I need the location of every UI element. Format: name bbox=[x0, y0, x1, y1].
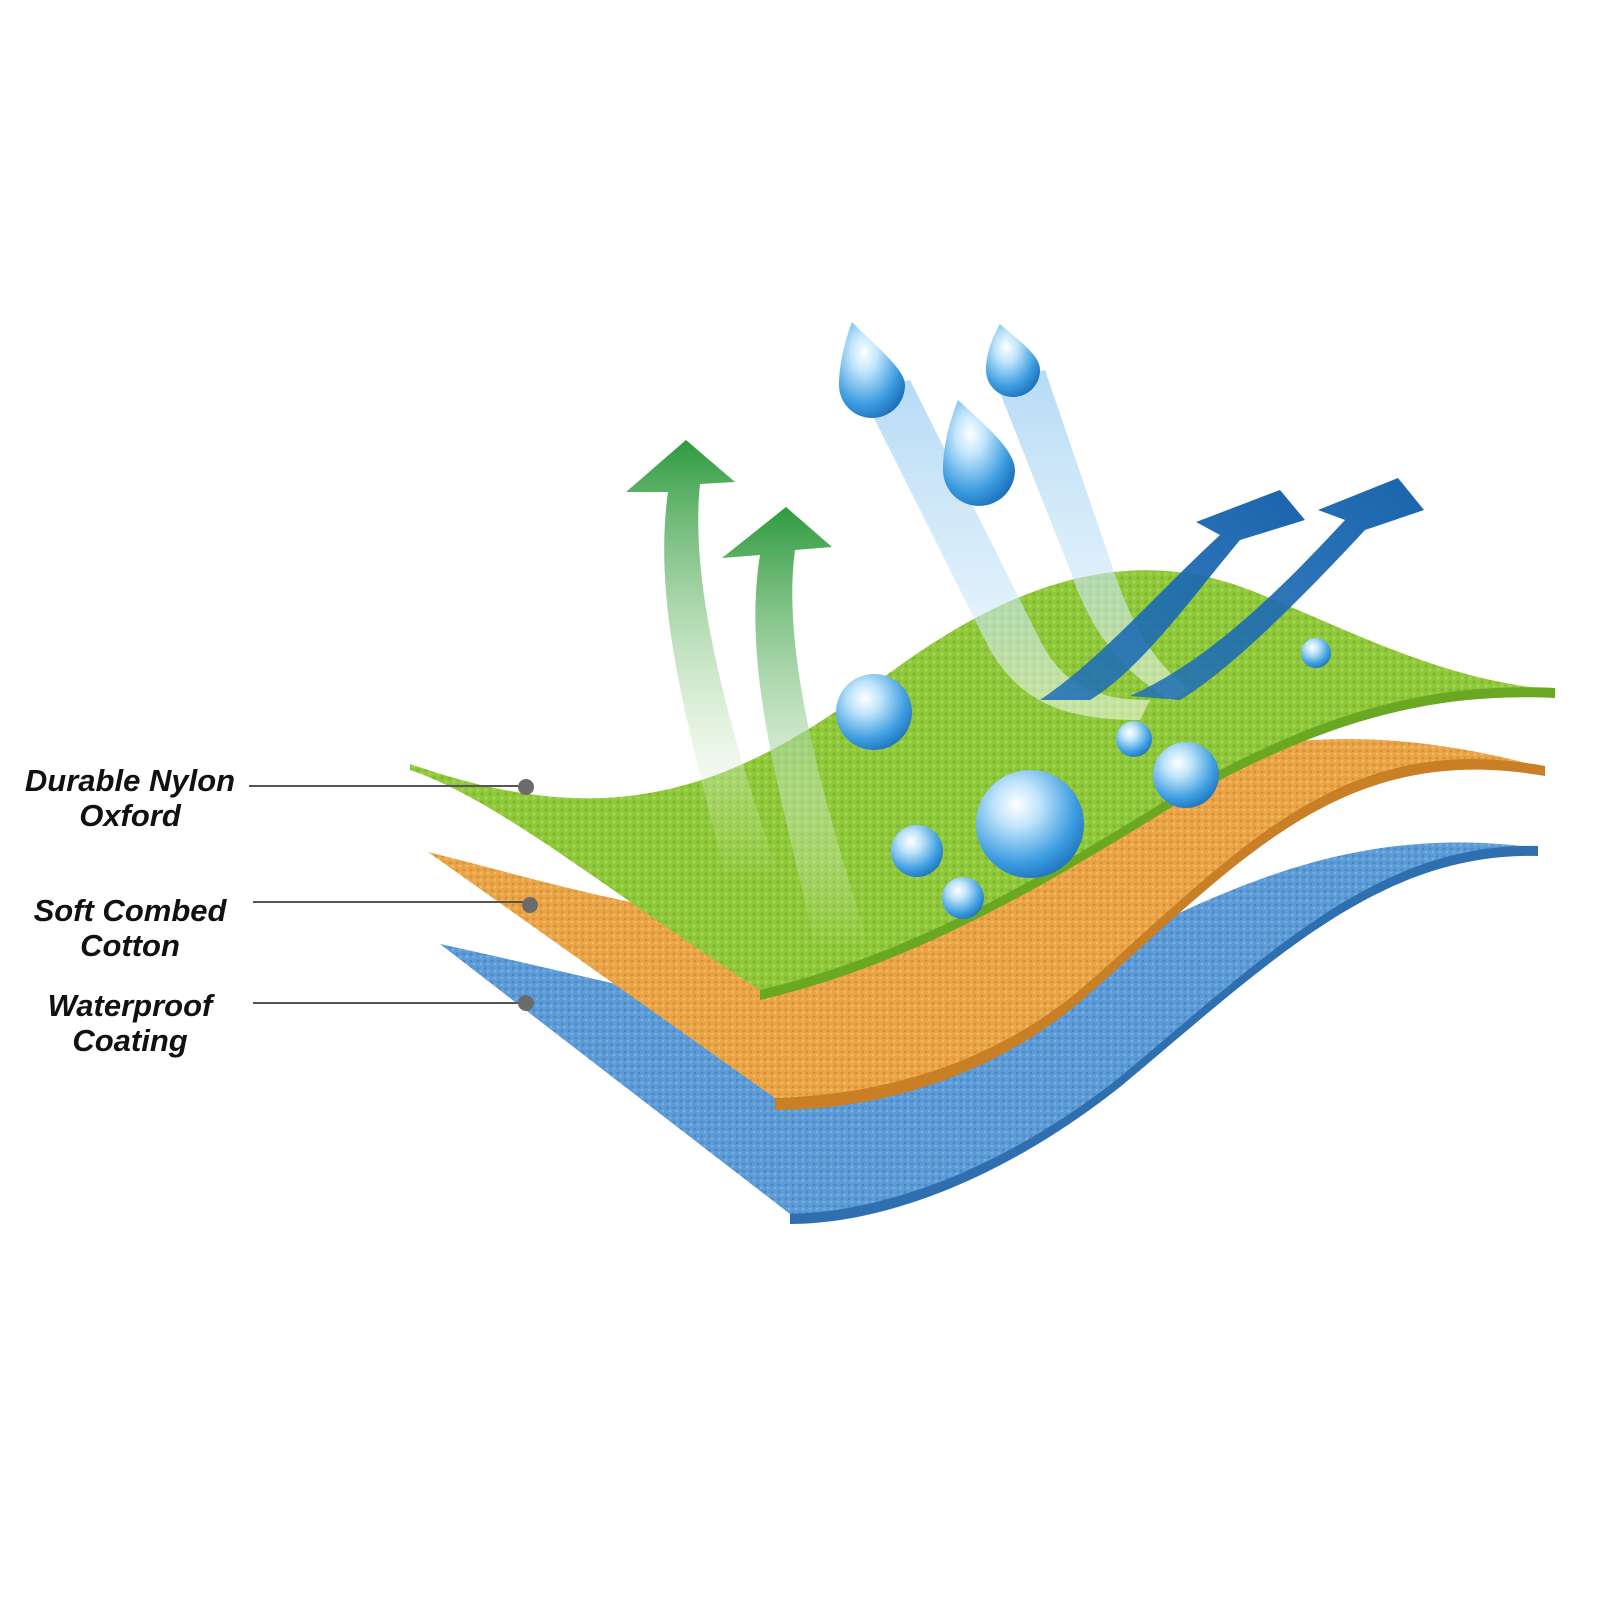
vapor-arrow-right bbox=[722, 507, 870, 950]
layer-label-line: Oxford bbox=[79, 798, 181, 833]
layer-label-soft-combed-cotton: Soft Combed Cotton bbox=[15, 893, 245, 963]
layer-label-durable-nylon-oxford: Durable Nylon Oxford bbox=[10, 763, 250, 833]
layer-label-line: Soft Combed bbox=[33, 893, 227, 928]
soft-combed-cotton-layer bbox=[428, 738, 1545, 1110]
droplet-icon bbox=[836, 674, 912, 750]
droplet-icon bbox=[891, 825, 943, 877]
layer-label-line: Waterproof bbox=[47, 988, 213, 1023]
leader-line-1 bbox=[249, 779, 534, 795]
layer-label-waterproof-coating: Waterproof Coating bbox=[25, 988, 235, 1058]
droplet-icon bbox=[942, 877, 984, 919]
durable-nylon-oxford-layer bbox=[410, 570, 1555, 1000]
outflow-arrow-left bbox=[1040, 490, 1305, 700]
vapor-bands bbox=[860, 370, 1190, 720]
water-drop-top-right-icon bbox=[986, 324, 1040, 397]
water-drop-middle-icon bbox=[943, 400, 1015, 506]
droplet-icon bbox=[1153, 742, 1219, 808]
surface-droplets bbox=[836, 638, 1331, 919]
vapor-arrow-left bbox=[626, 440, 780, 880]
droplet-icon bbox=[1116, 721, 1152, 757]
layer-label-line: Durable Nylon bbox=[24, 763, 236, 798]
outflow-arrow-right bbox=[1130, 478, 1424, 700]
droplet-icon bbox=[976, 770, 1084, 878]
leader-line-3 bbox=[253, 995, 534, 1011]
leader-line-2 bbox=[253, 897, 538, 913]
droplet-icon bbox=[1301, 638, 1331, 668]
layer-label-line: Coating bbox=[72, 1023, 188, 1058]
water-drop-top-left-icon bbox=[839, 322, 905, 418]
layer-label-line: Cotton bbox=[80, 928, 180, 963]
